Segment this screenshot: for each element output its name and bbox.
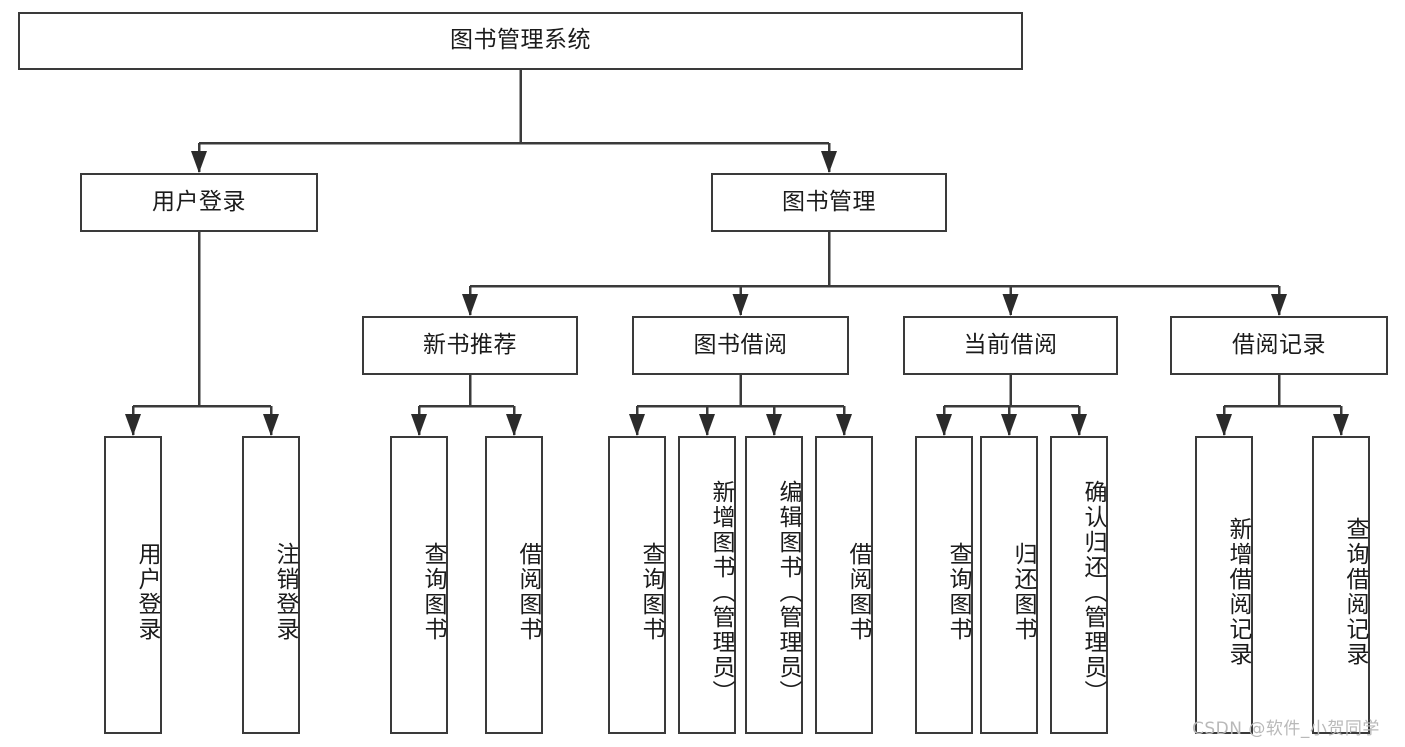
node-label: 借阅记录 <box>1232 331 1326 358</box>
node-leaf7[interactable]: 编辑图书（管理员） <box>745 436 803 734</box>
node-label: 新增借阅记录 <box>1225 517 1251 667</box>
node-label: 用户登录 <box>152 188 246 215</box>
node-label: 图书管理 <box>782 188 876 215</box>
watermark-label: CSDN @软件_小贺同学 <box>1192 719 1380 739</box>
node-leaf9[interactable]: 查询图书 <box>915 436 973 734</box>
node-label: 查询图书 <box>420 542 446 642</box>
node-root[interactable]: 图书管理系统 <box>18 12 1023 70</box>
node-label: 查询图书 <box>945 542 971 642</box>
node-label: 查询借阅记录 <box>1342 517 1368 667</box>
node-label: 编辑图书（管理员） <box>775 479 801 705</box>
node-leaf1[interactable]: 用户登录 <box>104 436 162 734</box>
node-label: 确认归还（管理员） <box>1080 479 1106 705</box>
node-label: 图书借阅 <box>693 331 788 358</box>
node-leaf10[interactable]: 归还图书 <box>980 436 1038 734</box>
node-label: 新书推荐 <box>423 331 517 358</box>
node-leaf4[interactable]: 借阅图书 <box>485 436 543 734</box>
node-l2a[interactable]: 新书推荐 <box>362 316 578 375</box>
node-label: 借阅图书 <box>515 542 541 642</box>
node-leaf5[interactable]: 查询图书 <box>608 436 666 734</box>
node-label: 新增图书（管理员） <box>708 479 734 705</box>
node-leaf8[interactable]: 借阅图书 <box>815 436 873 734</box>
node-leaf2[interactable]: 注销登录 <box>242 436 300 734</box>
node-label: 图书管理系统 <box>450 27 591 54</box>
node-l2b[interactable]: 图书借阅 <box>632 316 849 375</box>
node-l2d[interactable]: 借阅记录 <box>1170 316 1388 375</box>
node-l1b[interactable]: 图书管理 <box>711 173 947 232</box>
node-leaf11[interactable]: 确认归还（管理员） <box>1050 436 1108 734</box>
node-label: 借阅图书 <box>845 542 871 642</box>
node-l2c[interactable]: 当前借阅 <box>903 316 1118 375</box>
node-label: 当前借阅 <box>963 331 1058 358</box>
node-l1a[interactable]: 用户登录 <box>80 173 318 232</box>
node-label: 归还图书 <box>1010 542 1036 642</box>
node-leaf6[interactable]: 新增图书（管理员） <box>678 436 736 734</box>
node-leaf13[interactable]: 查询借阅记录 <box>1312 436 1370 734</box>
node-label: 注销登录 <box>272 542 298 642</box>
node-leaf12[interactable]: 新增借阅记录 <box>1195 436 1253 734</box>
node-leaf3[interactable]: 查询图书 <box>390 436 448 734</box>
node-label: 用户登录 <box>134 542 160 642</box>
node-label: 查询图书 <box>638 542 664 642</box>
